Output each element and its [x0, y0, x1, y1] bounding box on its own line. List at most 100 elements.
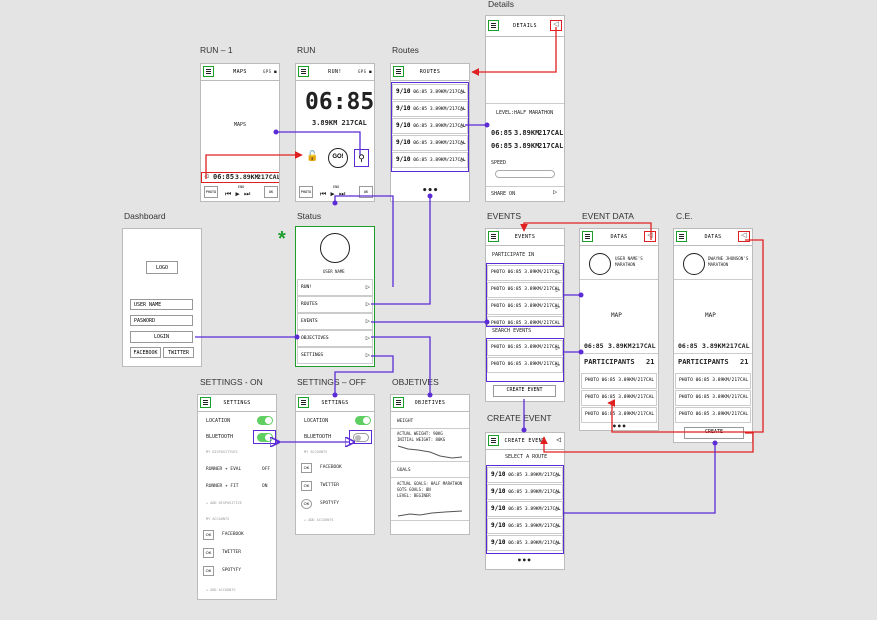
participant-row[interactable]: PHOTO 06:85 3.89KM/217CAL: [581, 373, 657, 389]
star-marker: *: [278, 228, 286, 250]
run-stats: 3.89KM 217CAL: [312, 119, 367, 127]
settings-on-header: SETTINGS: [198, 395, 276, 412]
device-state[interactable]: ON: [262, 484, 268, 489]
password-field[interactable]: PASWORD: [130, 315, 193, 326]
back-icon[interactable]: ◁: [556, 435, 561, 444]
back-icon[interactable]: ◁: [738, 231, 750, 242]
participants-label: PARTICIPANTS: [678, 358, 729, 366]
device-state[interactable]: OFF: [262, 467, 271, 472]
menu-icon[interactable]: [582, 231, 593, 242]
back-icon[interactable]: ◁: [644, 231, 656, 242]
ok-button[interactable]: OK: [359, 186, 373, 198]
status-item-settings[interactable]: SETTINGS▷: [297, 347, 373, 364]
create-event-button[interactable]: CREATE EVENT: [493, 385, 556, 397]
route-row[interactable]: 9/10 06:85 3.89KM/217CAL▷: [487, 501, 563, 517]
menu-icon[interactable]: [298, 397, 309, 408]
route-row[interactable]: 9/10 06:85 3.89KM/217CAL▷: [487, 467, 563, 483]
status-item-objectives[interactable]: OBJECTIVES▷: [297, 330, 373, 347]
run1-stat-time: 06:85: [213, 173, 235, 181]
event-row[interactable]: PHOTO 06:85 3.89KM/217CAL▷: [487, 357, 563, 373]
goals-label: GOALS: [397, 468, 411, 473]
back-icon[interactable]: ◁: [204, 172, 209, 180]
menu-icon[interactable]: [488, 231, 499, 242]
route-date: 9/10: [396, 105, 411, 112]
go-button[interactable]: GO!: [328, 148, 348, 168]
login-button[interactable]: LOGIN: [130, 331, 193, 343]
share-row[interactable]: [486, 186, 564, 201]
event-row[interactable]: PHOTO 06:85 3.89KM/217CAL▷: [487, 265, 563, 281]
select-route-label: SELECT A ROUTE: [505, 454, 548, 460]
share-label: SHARE ON: [491, 191, 516, 197]
username-field[interactable]: USER NAME: [130, 299, 193, 310]
event-data-label: EVENT DATA: [582, 211, 634, 221]
media-controls[interactable]: ⏮ ▶ ⏭: [320, 190, 346, 198]
avatar: [589, 253, 611, 275]
chevron-right-icon: ▷: [555, 286, 560, 294]
event-row[interactable]: PHOTO 06:85 3.89KM/217CAL▷: [487, 299, 563, 315]
participant-row[interactable]: PHOTO 06:85 3.89KM/217CAL: [675, 407, 751, 423]
facebook-button[interactable]: FACEBOOK: [130, 347, 161, 358]
add-dispositive-link[interactable]: + ADD DISPOSITIVE: [206, 501, 242, 505]
route-row[interactable]: 9/10 06:85 3.89KM/217CAL▷: [487, 484, 563, 500]
ok-button[interactable]: OK: [264, 186, 278, 198]
status-item-events[interactable]: EVENTS▷: [297, 313, 373, 330]
route-date: 9/10: [396, 88, 411, 95]
menu-icon[interactable]: [298, 66, 309, 77]
media-controls[interactable]: ⏮ ▶ ⏭: [225, 190, 251, 198]
participant-row[interactable]: PHOTO 06:85 3.89KM/217CAL: [581, 390, 657, 406]
twitter-button[interactable]: TWITTER: [163, 347, 194, 358]
event-row[interactable]: PHOTO 06:85 3.89KM/217CAL▷: [487, 340, 563, 356]
route-row[interactable]: 9/10 06:85 3.89KM/217CAL▷: [487, 535, 563, 551]
menu-icon[interactable]: [203, 66, 214, 77]
route-row[interactable]: 9/10 06:85 3.89KM/217CAL▷: [392, 101, 468, 117]
route-row[interactable]: 9/10 06:85 3.89KM/217CAL▷: [392, 135, 468, 151]
route-row[interactable]: 9/10 06:85 3.89KM/217CAL▷: [392, 152, 468, 168]
menu-icon[interactable]: [676, 231, 687, 242]
more-dots[interactable]: •••: [517, 556, 532, 565]
participant-row[interactable]: PHOTO 06:85 3.89KM/217CAL: [675, 390, 751, 406]
event-row[interactable]: PHOTO 06:85 3.89KM/217CAL: [487, 316, 563, 326]
photo-button[interactable]: PHOTO: [204, 186, 218, 198]
status-username: USER NAME: [323, 269, 345, 274]
create-button[interactable]: CREATE: [684, 427, 744, 439]
add-accounts-link[interactable]: + ADD ACCOUNTS: [304, 518, 334, 522]
photo-button[interactable]: PHOTO: [299, 186, 313, 198]
location-pin-icon[interactable]: ⚲: [354, 149, 369, 167]
location-toggle[interactable]: [355, 416, 371, 425]
account-name[interactable]: TWITTER: [320, 483, 339, 488]
route-row[interactable]: 9/10 06:85 3.89KM/217CAL▷: [392, 118, 468, 134]
account-name[interactable]: FACEBOOK: [320, 465, 342, 470]
add-accounts-link[interactable]: + ADD ACCOUNTS: [206, 588, 236, 592]
objectives-label: OBJETIVES: [392, 377, 439, 387]
menu-icon[interactable]: [393, 397, 404, 408]
bluetooth-toggle[interactable]: [257, 433, 273, 442]
lock-icon[interactable]: 🔓: [306, 151, 319, 162]
participant-row[interactable]: PHOTO 06:85 3.89KM/217CAL: [581, 407, 657, 423]
status-item-routes[interactable]: ROUTES▷: [297, 296, 373, 313]
status-item-run[interactable]: RUN!▷: [297, 279, 373, 296]
account-name[interactable]: SPOTYFY: [222, 568, 241, 573]
account-name[interactable]: SPOTYFY: [320, 501, 339, 506]
account-icon: OK: [203, 548, 214, 558]
location-toggle[interactable]: [257, 416, 273, 425]
account-name[interactable]: TWITTER: [222, 550, 241, 555]
more-dots[interactable]: •••: [612, 422, 627, 431]
menu-icon[interactable]: [200, 397, 211, 408]
location-label: LOCATION: [304, 418, 329, 424]
account-name[interactable]: FACEBOOK: [222, 532, 244, 537]
chevron-right-icon: ▷: [555, 303, 560, 311]
route-row[interactable]: 9/10 06:85 3.89KM/217CAL▷: [487, 518, 563, 534]
route-row[interactable]: 9/10 06:85 3.89KM/217CAL▷: [392, 84, 468, 100]
back-icon[interactable]: ◁: [550, 20, 562, 31]
event-dist: 3.89KM: [608, 342, 632, 350]
menu-icon[interactable]: [488, 20, 499, 31]
bluetooth-toggle[interactable]: [353, 433, 369, 442]
menu-icon[interactable]: [393, 66, 404, 77]
menu-icon[interactable]: [488, 435, 499, 446]
account-icon: OK: [301, 463, 312, 473]
chevron-right-icon: ▷: [555, 539, 560, 547]
more-dots[interactable]: •••: [422, 186, 439, 196]
event-time: 06:85: [584, 342, 604, 350]
participant-row[interactable]: PHOTO 06:85 3.89KM/217CAL: [675, 373, 751, 389]
event-row[interactable]: PHOTO 06:85 3.89KM/217CAL▷: [487, 282, 563, 298]
